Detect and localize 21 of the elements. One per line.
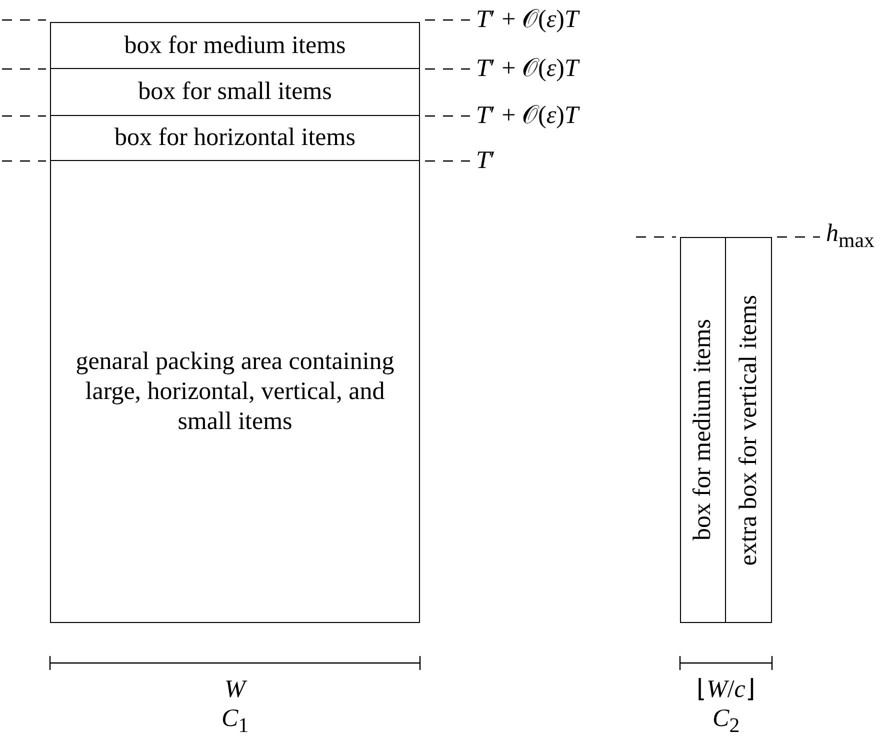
height-label: T′: [476, 147, 496, 175]
box-label: extra box for vertical items: [734, 294, 762, 566]
height-label: T′ + 𝒪(ε)T: [476, 55, 578, 83]
storage-box: [50, 22, 420, 69]
height-label: h$_{max}$: [826, 220, 874, 254]
storage-box: [680, 237, 726, 623]
box-label: box for small items: [138, 77, 332, 107]
storage-box: [50, 116, 420, 161]
container-label: C$_{2}$: [712, 705, 740, 739]
width-label: W: [224, 676, 246, 704]
container-label: C$_{1}$: [222, 705, 249, 739]
box-label: box for horizontal items: [114, 123, 356, 153]
height-label: T′ + 𝒪(ε)T: [476, 102, 578, 130]
packing-area: [50, 161, 420, 623]
box-label: box for medium items: [688, 319, 717, 541]
box-label: box for medium items: [124, 30, 346, 60]
storage-box: [50, 69, 420, 116]
box-label: genaral packing area containing large, horizontal, vertical, and small items: [74, 346, 396, 436]
storage-box: [726, 237, 772, 623]
height-label: T′ + 𝒪(ε)T: [476, 6, 578, 34]
width-label: ⌊W/c⌋: [696, 676, 756, 704]
